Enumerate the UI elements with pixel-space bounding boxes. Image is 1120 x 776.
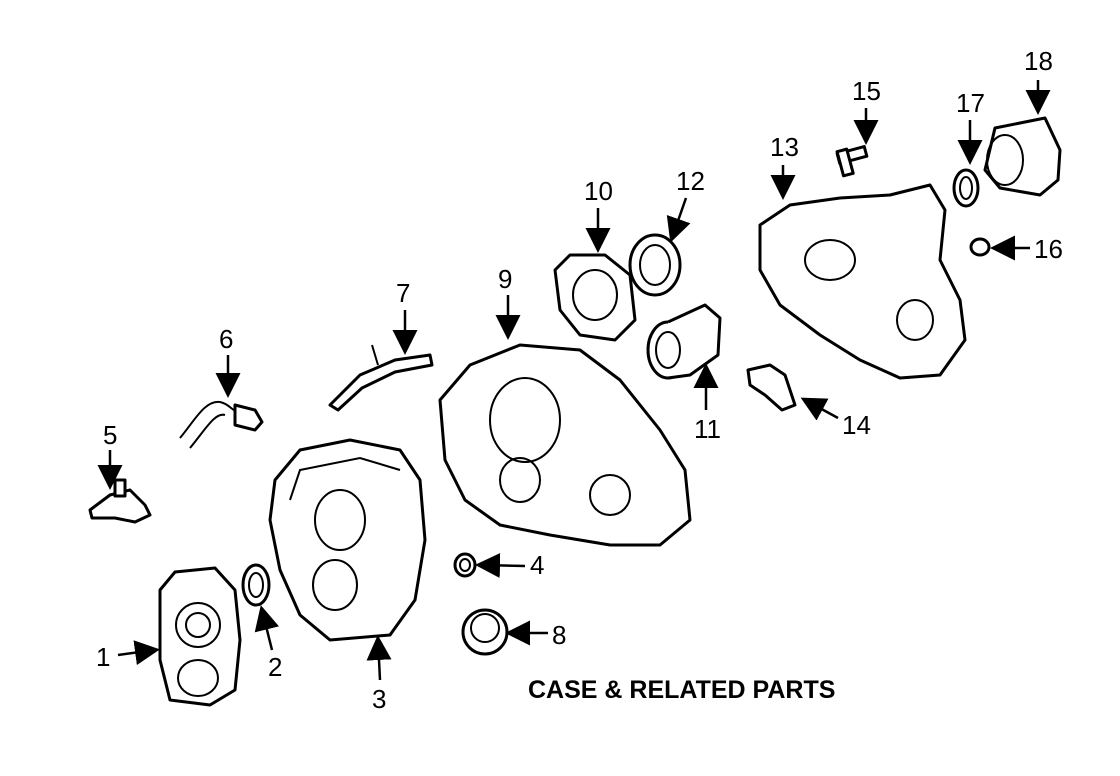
callout-7: 7 [396, 278, 410, 308]
callout-16: 16 [1034, 234, 1063, 264]
part-1-front-cover [158, 566, 242, 707]
callout-1: 1 [96, 642, 110, 672]
callout-4: 4 [530, 550, 544, 580]
part-8-seal [461, 608, 509, 656]
callout-13: 13 [770, 132, 799, 162]
part-10-retainer [553, 253, 637, 342]
callout-10: 10 [584, 176, 613, 206]
part-17-seal [952, 168, 980, 208]
callout-labels: 1 2 3 4 5 6 7 8 9 10 11 12 13 14 15 16 1… [96, 46, 1063, 714]
part-4-bushing [453, 552, 477, 578]
callout-6: 6 [219, 324, 233, 354]
leader-lines [97, 80, 1051, 681]
callout-12: 12 [676, 166, 705, 196]
part-14-bracket [746, 363, 797, 412]
leader-1 [117, 640, 160, 666]
callout-5: 5 [103, 420, 117, 450]
part-16-plug [969, 237, 991, 257]
leader-14 [800, 397, 839, 421]
part-15-pin [835, 145, 869, 178]
part-9-rear-case [438, 343, 692, 547]
callout-3: 3 [372, 684, 386, 714]
leader-3 [366, 635, 392, 681]
part-12-seal [628, 233, 682, 297]
callout-18: 18 [1024, 46, 1053, 76]
part-11-sleeve [646, 303, 722, 380]
callout-15: 15 [852, 76, 881, 106]
part-18-boot [983, 116, 1062, 197]
callout-9: 9 [498, 264, 512, 294]
callout-11: 11 [694, 414, 721, 444]
leader-4 [475, 552, 526, 578]
part-3-front-case [268, 438, 427, 642]
diagram-title: CASE & RELATED PARTS [528, 676, 835, 704]
leader-12 [666, 197, 691, 243]
part-7-bracket [328, 344, 434, 412]
part-2-seal [241, 563, 271, 607]
callout-8: 8 [552, 620, 566, 650]
part-5-sensor [88, 478, 152, 524]
callout-14: 14 [842, 410, 871, 440]
callout-2: 2 [268, 652, 282, 682]
part-6-switch [179, 400, 264, 449]
callout-17: 17 [956, 88, 985, 118]
leader-2 [254, 605, 279, 651]
part-13-extension-housing [758, 183, 967, 380]
